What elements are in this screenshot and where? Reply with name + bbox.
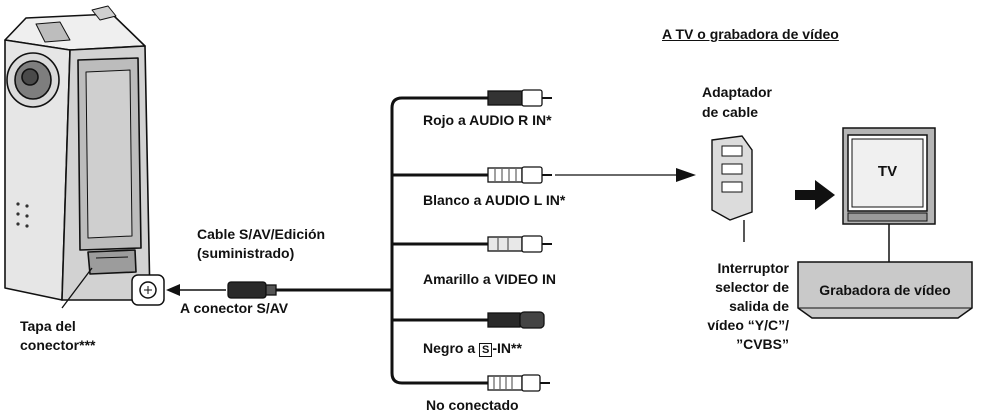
plug-red-label: Rojo a AUDIO R IN* [423, 112, 552, 128]
tv-illustration [842, 127, 936, 225]
switch-label-2: selector de [715, 279, 789, 295]
main-plug [227, 281, 277, 299]
s-av-jack-icon [131, 274, 165, 306]
s-video-symbol: S [479, 343, 493, 357]
plug-black-label: Negro a S-IN** [423, 340, 522, 357]
adapter-label-2: de cable [702, 104, 759, 120]
plug-red-graphic [487, 89, 552, 107]
switch-label-4: vídeo “Y/C”/ [707, 317, 789, 333]
plug-yellow-graphic [487, 235, 552, 253]
plug-white-label: Blanco a AUDIO L IN* [423, 192, 566, 208]
arrow-to-jack [166, 284, 226, 296]
destination-heading: A TV o grabadora de vídeo [662, 26, 839, 42]
cable-name-line-2: (suministrado) [197, 245, 295, 261]
plug-unused-graphic [487, 374, 550, 392]
camcorder-illustration [4, 5, 151, 301]
plug-black-graphic [487, 311, 545, 329]
connector-cover-pointer [61, 267, 93, 309]
arrow-to-adapter [555, 168, 696, 182]
cable-adapter-illustration [711, 135, 753, 242]
plug-black-label-suffix: -IN** [492, 340, 522, 356]
connector-cover-label-2: conector*** [20, 337, 96, 353]
connector-cover-label-1: Tapa del [20, 318, 76, 334]
switch-label-3: salida de [729, 298, 789, 314]
adapter-label-1: Adaptador [702, 84, 772, 100]
cable-name-line-1: Cable S/AV/Edición [197, 226, 326, 242]
plug-white-graphic [487, 166, 552, 184]
cable-wires [276, 96, 488, 385]
vcr-illustration [797, 261, 973, 319]
jack-label: A conector S/AV [180, 300, 289, 316]
vcr-label: Grabadora de vídeo [819, 282, 951, 298]
switch-label-5: ”CVBS” [736, 336, 789, 352]
tv-label: TV [877, 163, 898, 180]
plug-unused-label: No conectado [426, 397, 519, 413]
plug-black-label-prefix: Negro a [423, 340, 480, 356]
switch-label-1: Interruptor [717, 260, 789, 276]
arrow-to-tv [795, 180, 835, 210]
plug-yellow-label: Amarillo a VIDEO IN [423, 271, 557, 287]
